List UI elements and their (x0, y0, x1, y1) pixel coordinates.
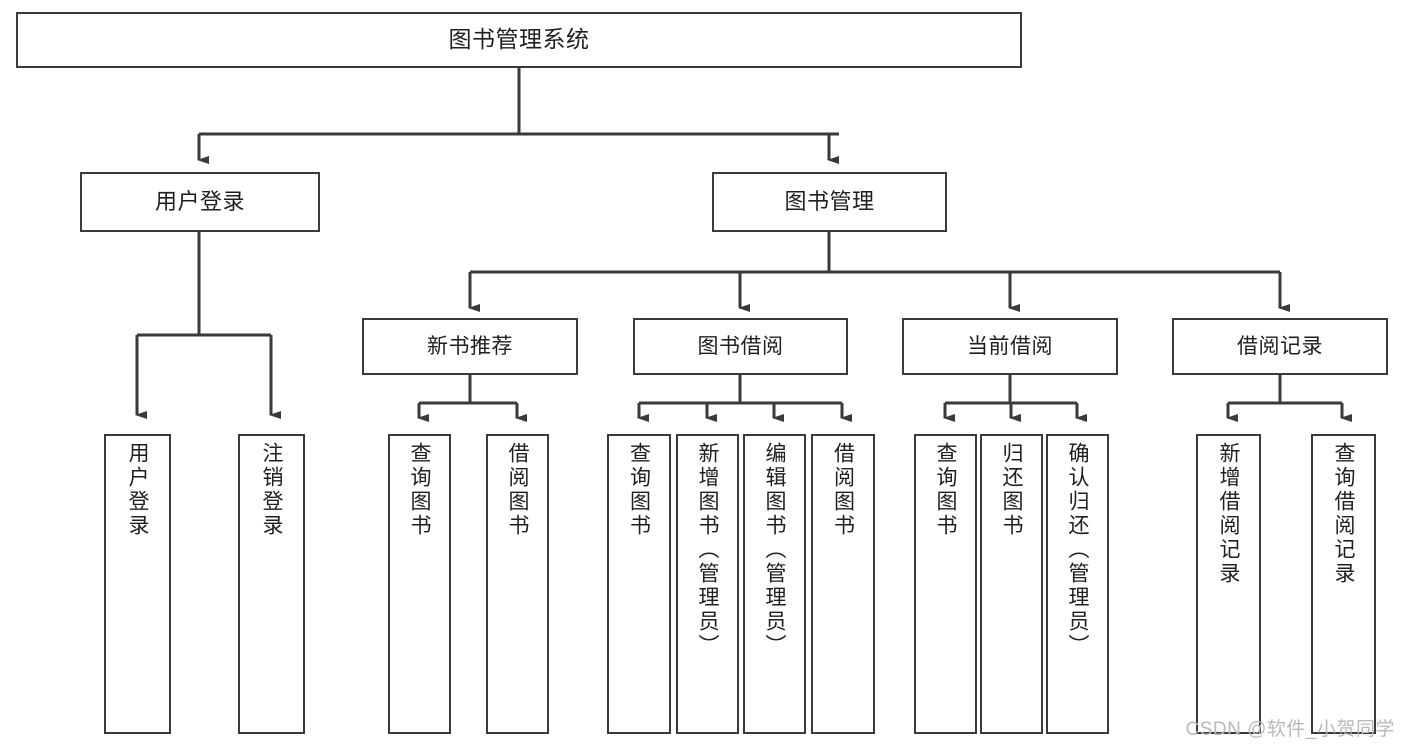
leaf-current-borrow-return-label: 归还图书 (1000, 442, 1023, 538)
node-user-login[interactable]: 用户登录 (80, 172, 320, 232)
node-book-manage[interactable]: 图书管理 (712, 172, 947, 232)
leaf-current-borrow-confirm[interactable]: 确认归还（管理员） (1046, 434, 1109, 734)
node-root-system[interactable]: 图书管理系统 (16, 12, 1022, 68)
node-current-borrow[interactable]: 当前借阅 (902, 318, 1118, 375)
leaf-borrow-record-add-label: 新增借阅记录 (1217, 442, 1240, 586)
node-borrow-record-label: 借阅记录 (1237, 334, 1323, 358)
leaf-user-login-login[interactable]: 用户登录 (104, 434, 171, 734)
leaf-current-borrow-return[interactable]: 归还图书 (980, 434, 1043, 734)
leaf-current-borrow-query[interactable]: 查询图书 (914, 434, 977, 734)
node-new-book-recommend-label: 新书推荐 (427, 334, 513, 358)
leaf-new-book-query-label: 查询图书 (408, 442, 431, 538)
leaf-new-book-query[interactable]: 查询图书 (388, 434, 451, 734)
leaf-book-borrow-add-label: 新增图书（管理员） (696, 442, 719, 658)
leaf-book-borrow-query-label: 查询图书 (627, 442, 651, 538)
leaf-book-borrow-borrow-label: 借阅图书 (831, 442, 855, 538)
leaf-user-login-logout-label: 注销登录 (260, 442, 283, 538)
leaf-borrow-record-query[interactable]: 查询借阅记录 (1311, 434, 1376, 734)
node-user-login-label: 用户登录 (154, 188, 245, 214)
node-borrow-record[interactable]: 借阅记录 (1172, 318, 1388, 375)
leaf-current-borrow-query-label: 查询图书 (934, 442, 957, 538)
csdn-watermark: CSDN @软件_小贺同学 (1185, 719, 1395, 740)
leaf-book-borrow-edit-label: 编辑图书（管理员） (763, 442, 786, 658)
leaf-book-borrow-query[interactable]: 查询图书 (607, 434, 671, 734)
node-book-borrow[interactable]: 图书借阅 (633, 318, 848, 375)
leaf-current-borrow-confirm-label: 确认归还（管理员） (1066, 442, 1089, 658)
leaf-user-login-login-label: 用户登录 (126, 442, 149, 538)
node-current-borrow-label: 当前借阅 (967, 334, 1053, 358)
leaf-book-borrow-add[interactable]: 新增图书（管理员） (676, 434, 739, 734)
leaf-new-book-borrow[interactable]: 借阅图书 (486, 434, 549, 734)
leaf-book-borrow-edit[interactable]: 编辑图书（管理员） (743, 434, 806, 734)
node-new-book-recommend[interactable]: 新书推荐 (362, 318, 578, 375)
leaf-borrow-record-query-label: 查询借阅记录 (1332, 442, 1355, 586)
node-book-borrow-label: 图书借阅 (697, 334, 784, 358)
leaf-new-book-borrow-label: 借阅图书 (506, 442, 529, 538)
leaf-user-login-logout[interactable]: 注销登录 (238, 434, 305, 734)
node-root-system-label: 图书管理系统 (448, 26, 590, 53)
leaf-book-borrow-borrow[interactable]: 借阅图书 (811, 434, 875, 734)
node-book-manage-label: 图书管理 (784, 188, 875, 214)
leaf-borrow-record-add[interactable]: 新增借阅记录 (1196, 434, 1261, 734)
